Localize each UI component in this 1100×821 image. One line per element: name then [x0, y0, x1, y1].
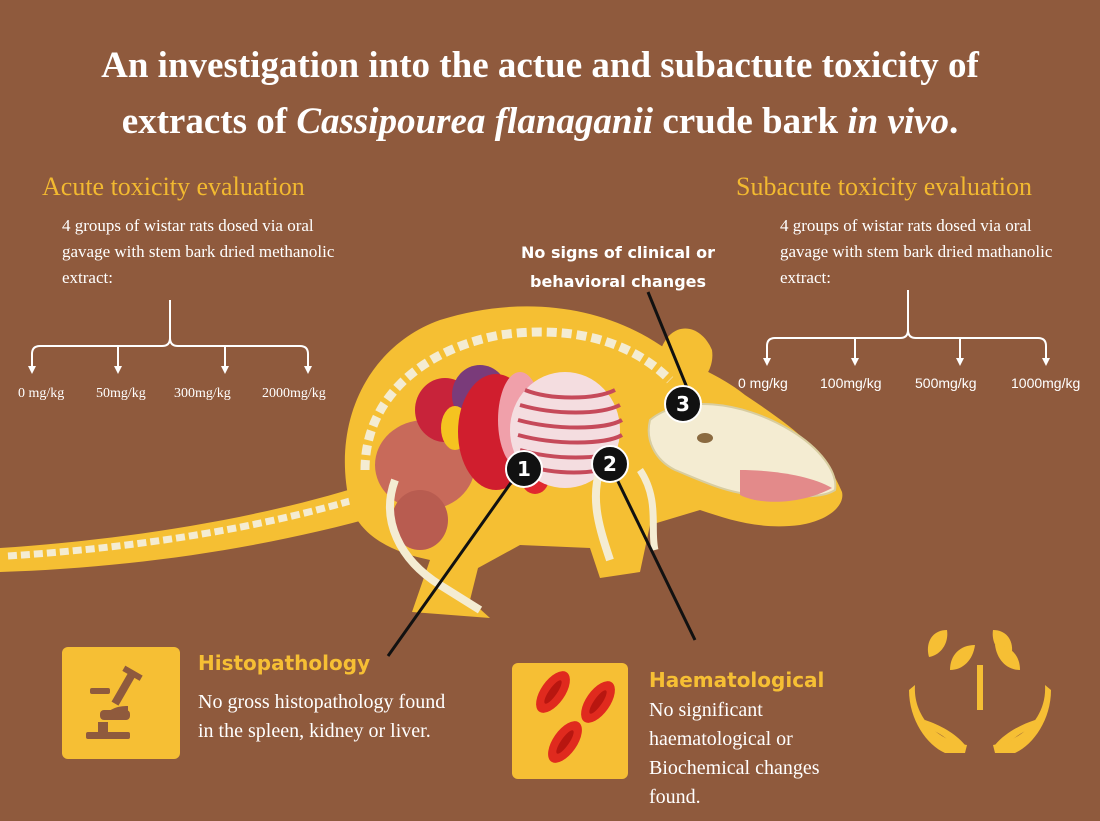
histopathology-icon-box — [62, 647, 180, 759]
rat-tail — [0, 480, 392, 572]
intestine-organ — [392, 490, 448, 550]
rat-ear — [660, 328, 713, 389]
title-text: . — [949, 101, 959, 142]
leader-line-1 — [386, 469, 522, 657]
microscope-icon — [86, 665, 143, 739]
acute-dose-label: 300mg/kg — [174, 386, 231, 401]
subacute-dose-tree — [763, 290, 1050, 366]
blood-cells-icon — [536, 671, 615, 763]
title-text: crude bark — [653, 101, 848, 142]
page-title: An investigation into the actue and suba… — [0, 38, 1080, 150]
subacute-dose-label: 1000mg/kg — [1011, 375, 1081, 391]
leader-line-3 — [646, 291, 692, 396]
acute-description: 4 groups of wistar rats dosed via oral g… — [62, 216, 335, 287]
rat-skull — [647, 403, 837, 498]
subacute-dose-label: 500mg/kg — [915, 375, 977, 391]
acute-dose-tree — [28, 300, 312, 374]
histopathology-text: No gross histopathology found in the spl… — [198, 691, 446, 742]
marker-2: 2 — [591, 445, 629, 483]
marker-1: 1 — [505, 450, 543, 488]
hind-leg-bones — [386, 478, 483, 614]
title-line-2: extracts of Cassipourea flanaganii crude… — [0, 94, 1080, 150]
title-text: extracts of — [121, 101, 297, 142]
rat-eye — [697, 433, 713, 443]
haematological-title: Haematological — [649, 668, 825, 692]
subacute-heading: Subacute toxicity evaluation — [736, 172, 1033, 201]
subacute-description: 4 groups of wistar rats dosed via oral g… — [780, 216, 1053, 287]
rat-spine — [360, 327, 674, 471]
histopathology-title: Histopathology — [198, 651, 371, 675]
haematological-text: No significant haematological or Biochem… — [649, 699, 820, 808]
subacute-dose-label: 0 mg/kg — [738, 375, 788, 391]
acute-dose-label: 50mg/kg — [96, 386, 146, 401]
plant-hands-icon — [909, 630, 1051, 753]
species-name: Cassipourea flanaganii — [296, 101, 654, 142]
rat-jaw — [740, 470, 832, 502]
acute-heading: Acute toxicity evaluation — [42, 172, 305, 201]
acute-dose-label: 2000mg/kg — [262, 386, 326, 401]
title-line-1: An investigation into the actue and suba… — [101, 45, 979, 86]
in-vivo-text: in vivo — [847, 101, 950, 142]
leader-line-2 — [608, 464, 697, 641]
front-leg-bones — [637, 468, 659, 551]
subacute-dose-label: 100mg/kg — [820, 375, 882, 391]
clinical-callout: No signs of clinical or behavioral chang… — [521, 243, 715, 291]
marker-3: 3 — [664, 385, 702, 423]
acute-dose-label: 0 mg/kg — [18, 386, 65, 401]
tail-vertebrae — [7, 488, 382, 560]
